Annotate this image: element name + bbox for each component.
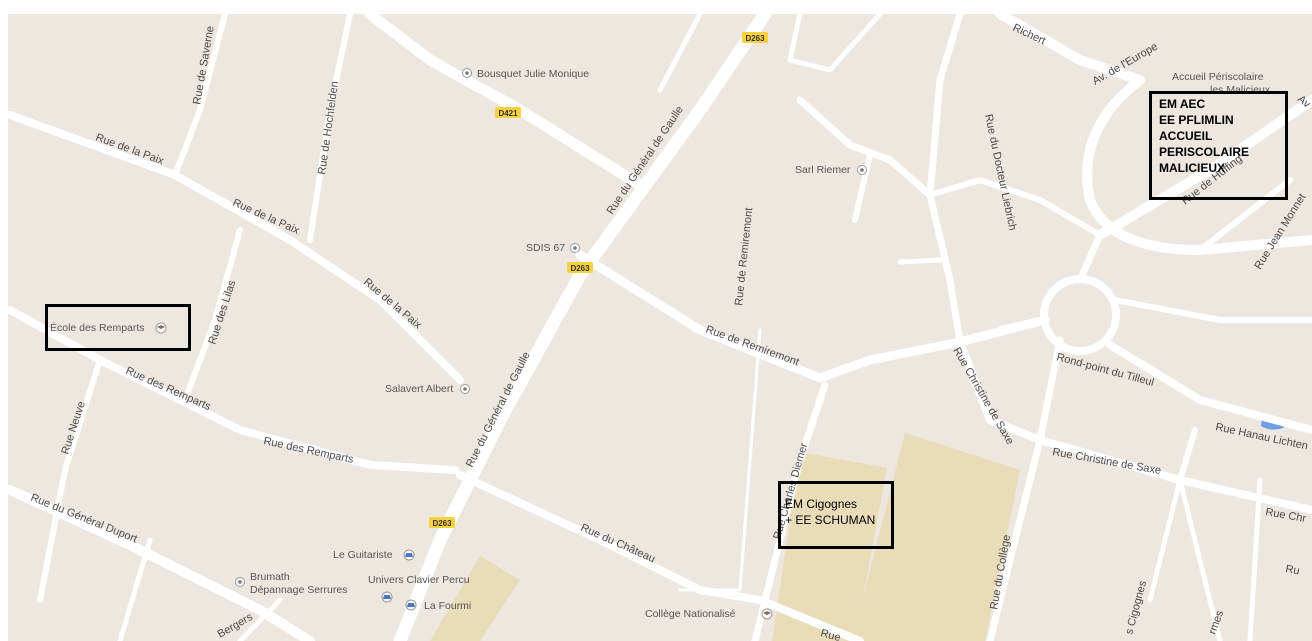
poi-salavert[interactable]: Salavert Albert (385, 383, 470, 395)
shopping-icon (405, 553, 413, 557)
poi-le-guitariste[interactable]: Le Guitariste (333, 549, 415, 561)
poi-sarl-riemer[interactable]: Sarl Riemer (795, 164, 867, 176)
poi-label: La Fourmi (424, 600, 471, 612)
annotation-box-em-aec: EM AEC EE PFLIMLIN ACCUEIL PERISCOLAIRE … (1149, 91, 1288, 200)
poi-sdis[interactable]: SDIS 67 (526, 242, 580, 254)
poi-college[interactable]: Collège Nationalisé (645, 608, 773, 620)
poi-brumath[interactable]: Brumath Dépannage Serrures (235, 571, 348, 596)
poi-la-fourmi[interactable]: La Fourmi (405, 599, 471, 612)
route-shield-d263-top: D263 (742, 32, 768, 43)
route-label: D263 (432, 519, 452, 528)
poi-label: Salavert Albert (385, 383, 453, 395)
annotation-line: + EE SCHUMAN (785, 513, 876, 527)
shopping-icon (383, 595, 391, 599)
poi-univers-clavier[interactable]: Univers Clavier Percu (368, 574, 470, 603)
annotation-box-ecole-remparts (45, 304, 191, 351)
street-label: Rue (819, 627, 842, 641)
annotation-box-em-cigognes: EM Cigognes + EE SCHUMAN (778, 481, 894, 549)
poi-label: Bousquet Julie Monique (477, 68, 589, 80)
road-network (5, 7, 1312, 641)
water-pond (1261, 418, 1286, 430)
annotation-line: EM Cigognes (785, 497, 858, 511)
poi-label: Univers Clavier Percu (368, 574, 470, 586)
annotation-line: PERISCOLAIRE (1159, 145, 1250, 159)
poi-label: Le Guitariste (333, 549, 393, 561)
route-shield-d421: D421 (495, 107, 521, 118)
school-icon (763, 611, 771, 615)
annotation-line: EE PFLIMLIN (1159, 113, 1234, 127)
poi-label: SDIS 67 (526, 242, 565, 254)
shopping-icon (407, 603, 415, 607)
poi-label: Accueil Périscolaire (1172, 71, 1264, 83)
route-shield-d263-bottom: D263 (429, 517, 455, 528)
poi-bousquet[interactable]: Bousquet Julie Monique (462, 68, 590, 80)
school-grounds-chateau (430, 556, 520, 641)
street-label: Ru (1284, 563, 1300, 577)
route-label: D263 (745, 34, 765, 43)
route-label: D263 (570, 264, 590, 273)
annotation-line: MALICIEUX (1159, 161, 1225, 175)
route-shield-d263-mid: D263 (567, 262, 593, 273)
school-icon (157, 325, 165, 329)
school-grounds-college (852, 433, 1020, 641)
annotation-line: EM AEC (1159, 97, 1206, 111)
land-area (8, 14, 1312, 641)
poi-label: Sarl Riemer (795, 164, 851, 176)
poi-ecole-remparts[interactable]: École des Remparts (50, 321, 167, 334)
poi-label: Brumath (250, 571, 290, 583)
poi-label: Collège Nationalisé (645, 608, 736, 620)
annotation-line: ACCUEIL (1159, 129, 1213, 143)
poi-label: École des Remparts (50, 321, 145, 334)
poi-label: Dépannage Serrures (250, 584, 347, 596)
route-label: D421 (498, 109, 518, 118)
